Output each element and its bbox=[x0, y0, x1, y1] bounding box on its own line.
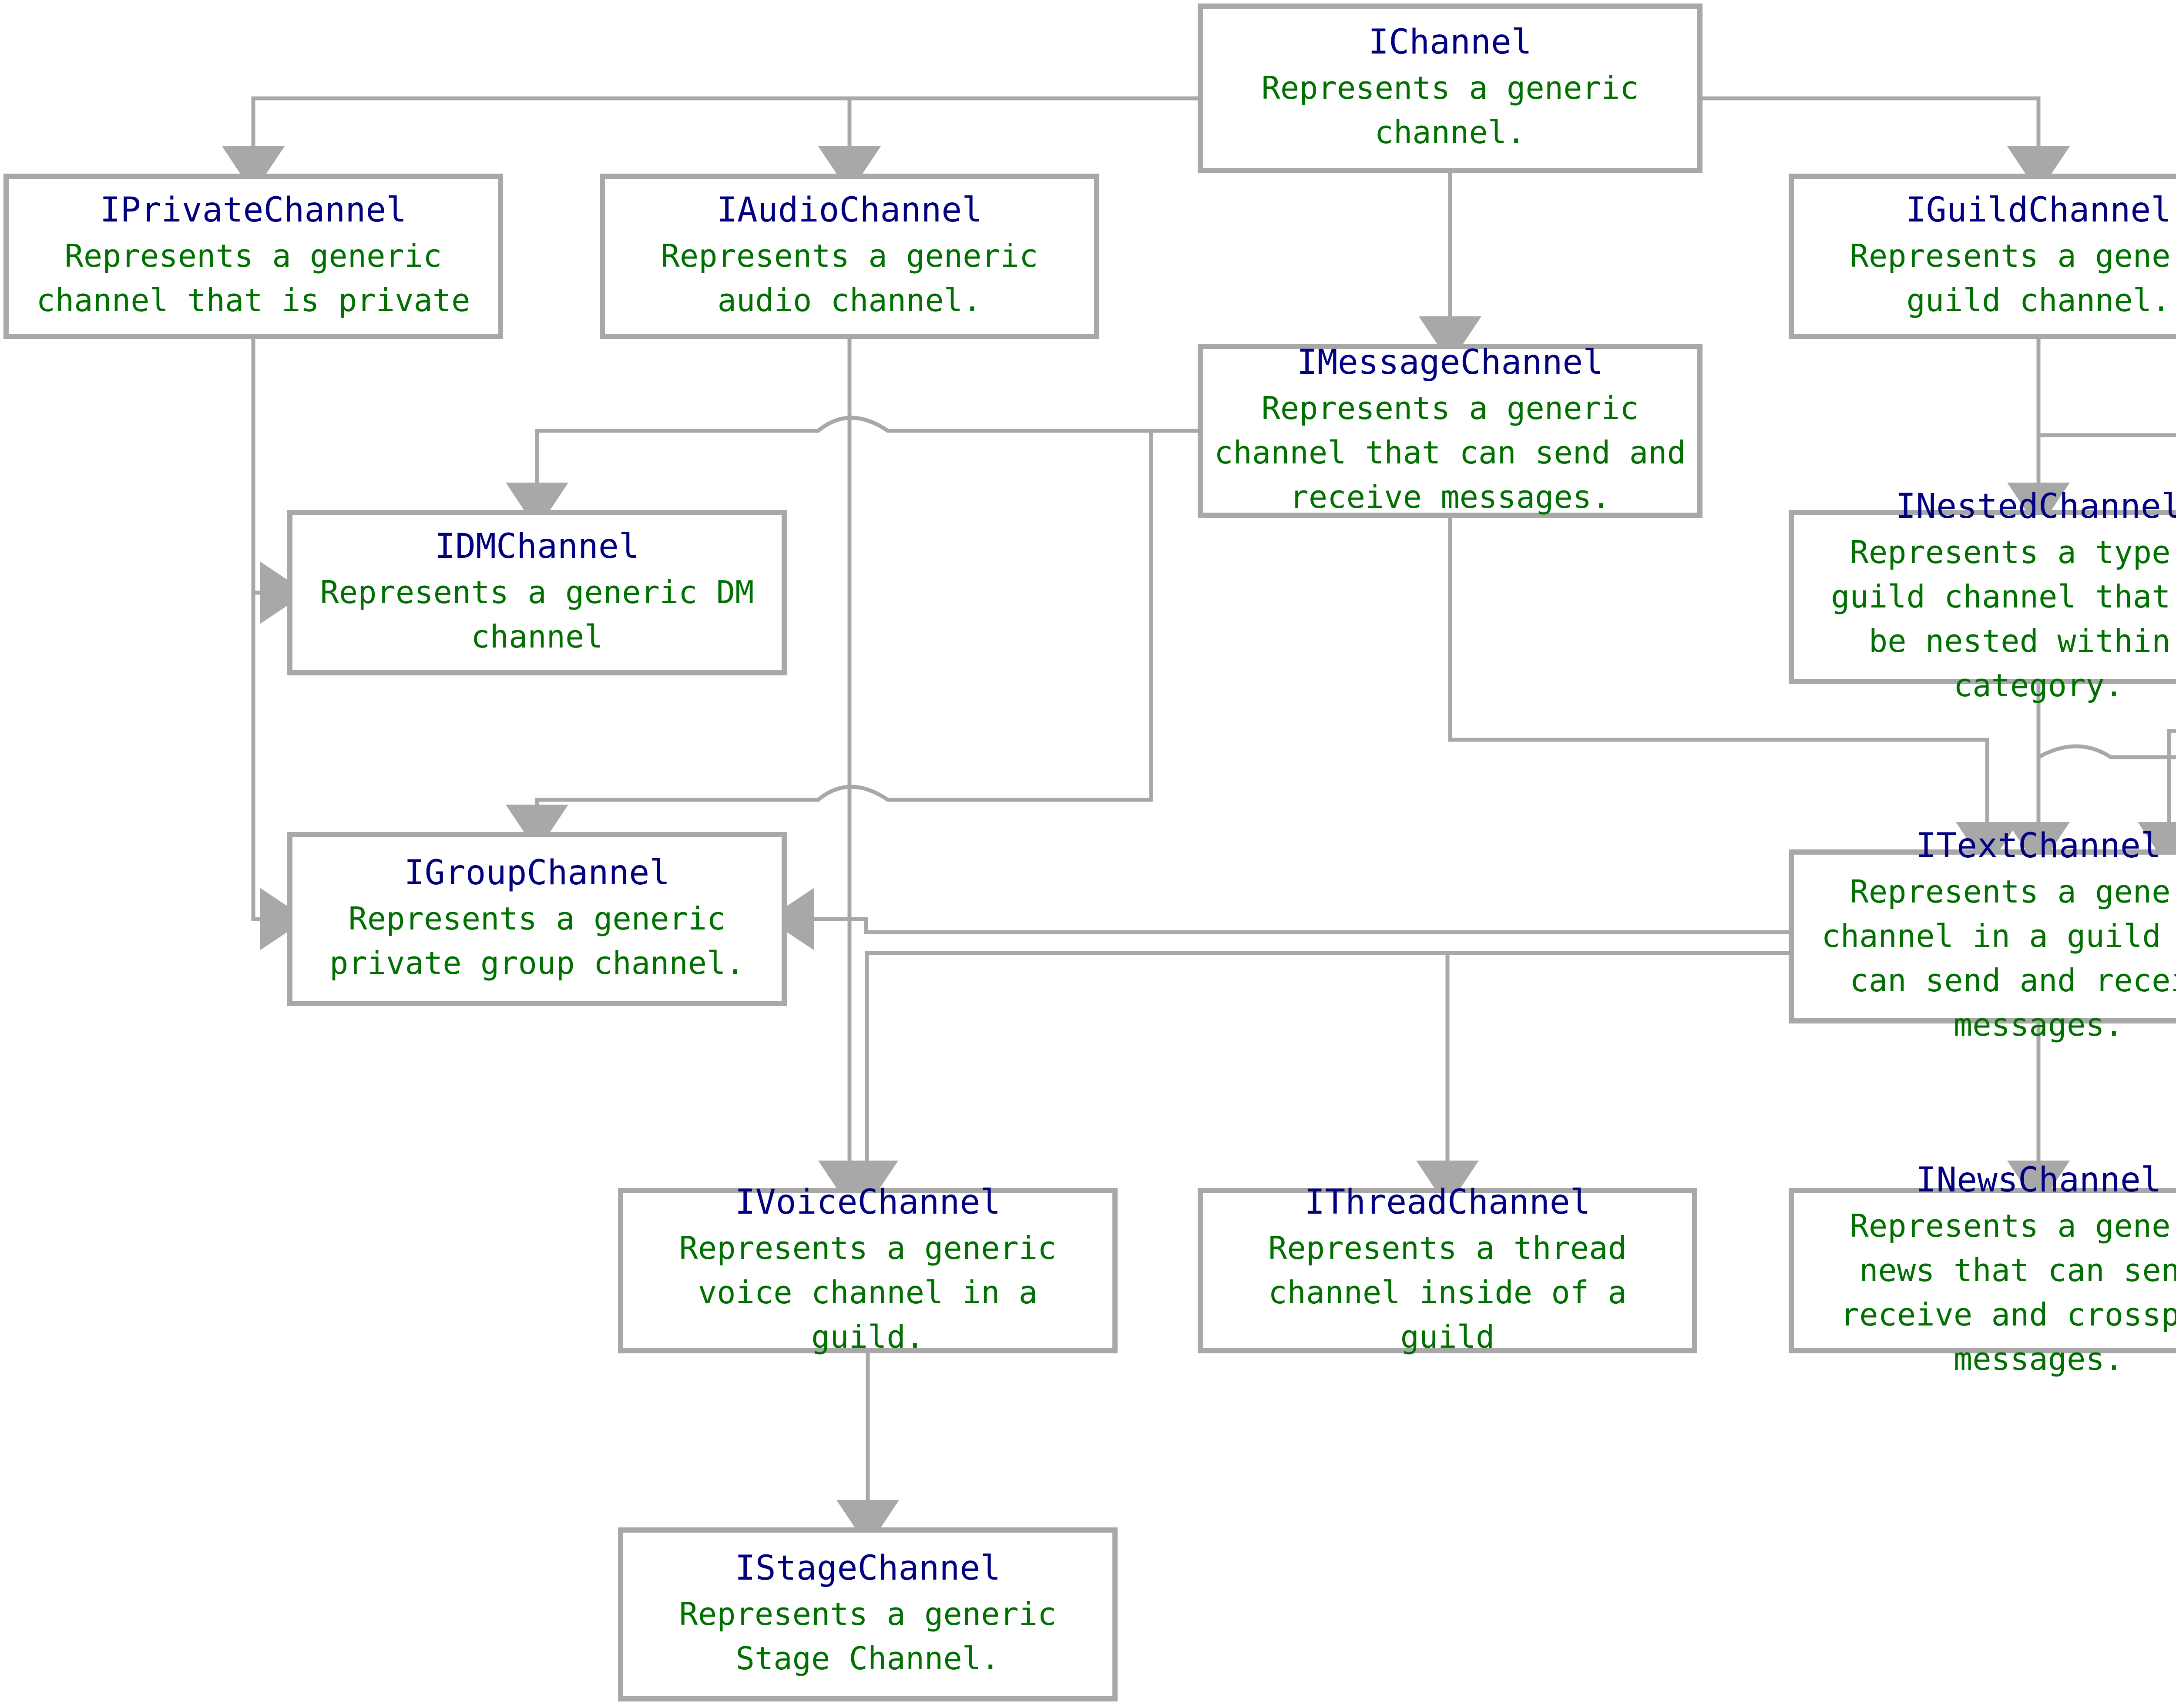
class-node-title: IStageChannel bbox=[735, 1548, 1001, 1588]
edge-itextchannel-ivoicechannel bbox=[836, 951, 1789, 1208]
class-node-title: IVoiceChannel bbox=[735, 1182, 1001, 1222]
class-node-description: Represents a generic guild channel. bbox=[1850, 237, 2176, 319]
class-node-description: Represents a generic Stage Channel. bbox=[679, 1595, 1057, 1677]
class-node-title: IThreadChannel bbox=[1304, 1182, 1591, 1222]
class-node-title: IChannel bbox=[1368, 22, 1532, 62]
class-node-description: Represents a thread channel inside of a … bbox=[1268, 1229, 1627, 1356]
class-node-description: Represents a generic channel in a guild … bbox=[1821, 873, 2176, 1044]
edge-iguildchannel-iintegrationchannel bbox=[2036, 339, 2176, 437]
edge-ichannel-iguildchannel bbox=[1703, 96, 2070, 193]
edge-itextchannel-igroupchannel bbox=[767, 888, 1789, 950]
edge-iprivatechannel-igroupchannel bbox=[251, 339, 307, 950]
class-node-description: Represents a type of guild channel that … bbox=[1831, 534, 2176, 704]
edge-imessagechannel-idmchannel bbox=[506, 416, 1198, 530]
class-node-description: Represents a generic channel that is pri… bbox=[36, 237, 470, 319]
class-node-title: IMessageChannel bbox=[1296, 342, 1604, 382]
class-node-title: IDMChannel bbox=[435, 527, 639, 566]
class-node-description: Represents a generic channel. bbox=[1261, 69, 1639, 151]
class-node-title: INestedChannel bbox=[1895, 487, 2176, 526]
class-node-description: Represents a generic news that can send,… bbox=[1840, 1207, 2176, 1378]
class-node-title: INewsChannel bbox=[1916, 1160, 2161, 1200]
class-node-title: IGuildChannel bbox=[1905, 190, 2172, 230]
class-node-title: IPrivateChannel bbox=[100, 190, 407, 230]
class-node-description: Represents a generic private group chann… bbox=[329, 900, 745, 982]
class-node-title: IAudioChannel bbox=[716, 190, 983, 230]
class-node-title: IGroupChannel bbox=[404, 853, 670, 893]
class-node-description: Represents a generic channel that can se… bbox=[1214, 389, 1686, 516]
class-node-description: Represents a generic DM channel bbox=[320, 574, 754, 655]
class-node-title: ITextChannel bbox=[1916, 826, 2161, 866]
edge-itextchannel-ithreadchannel bbox=[1416, 951, 1789, 1208]
class-node-description: Represents a generic voice channel in a … bbox=[679, 1229, 1057, 1356]
edge-iprivatechannel-idmchannel bbox=[251, 339, 307, 624]
class-node-description: Represents a generic audio channel. bbox=[661, 237, 1038, 319]
